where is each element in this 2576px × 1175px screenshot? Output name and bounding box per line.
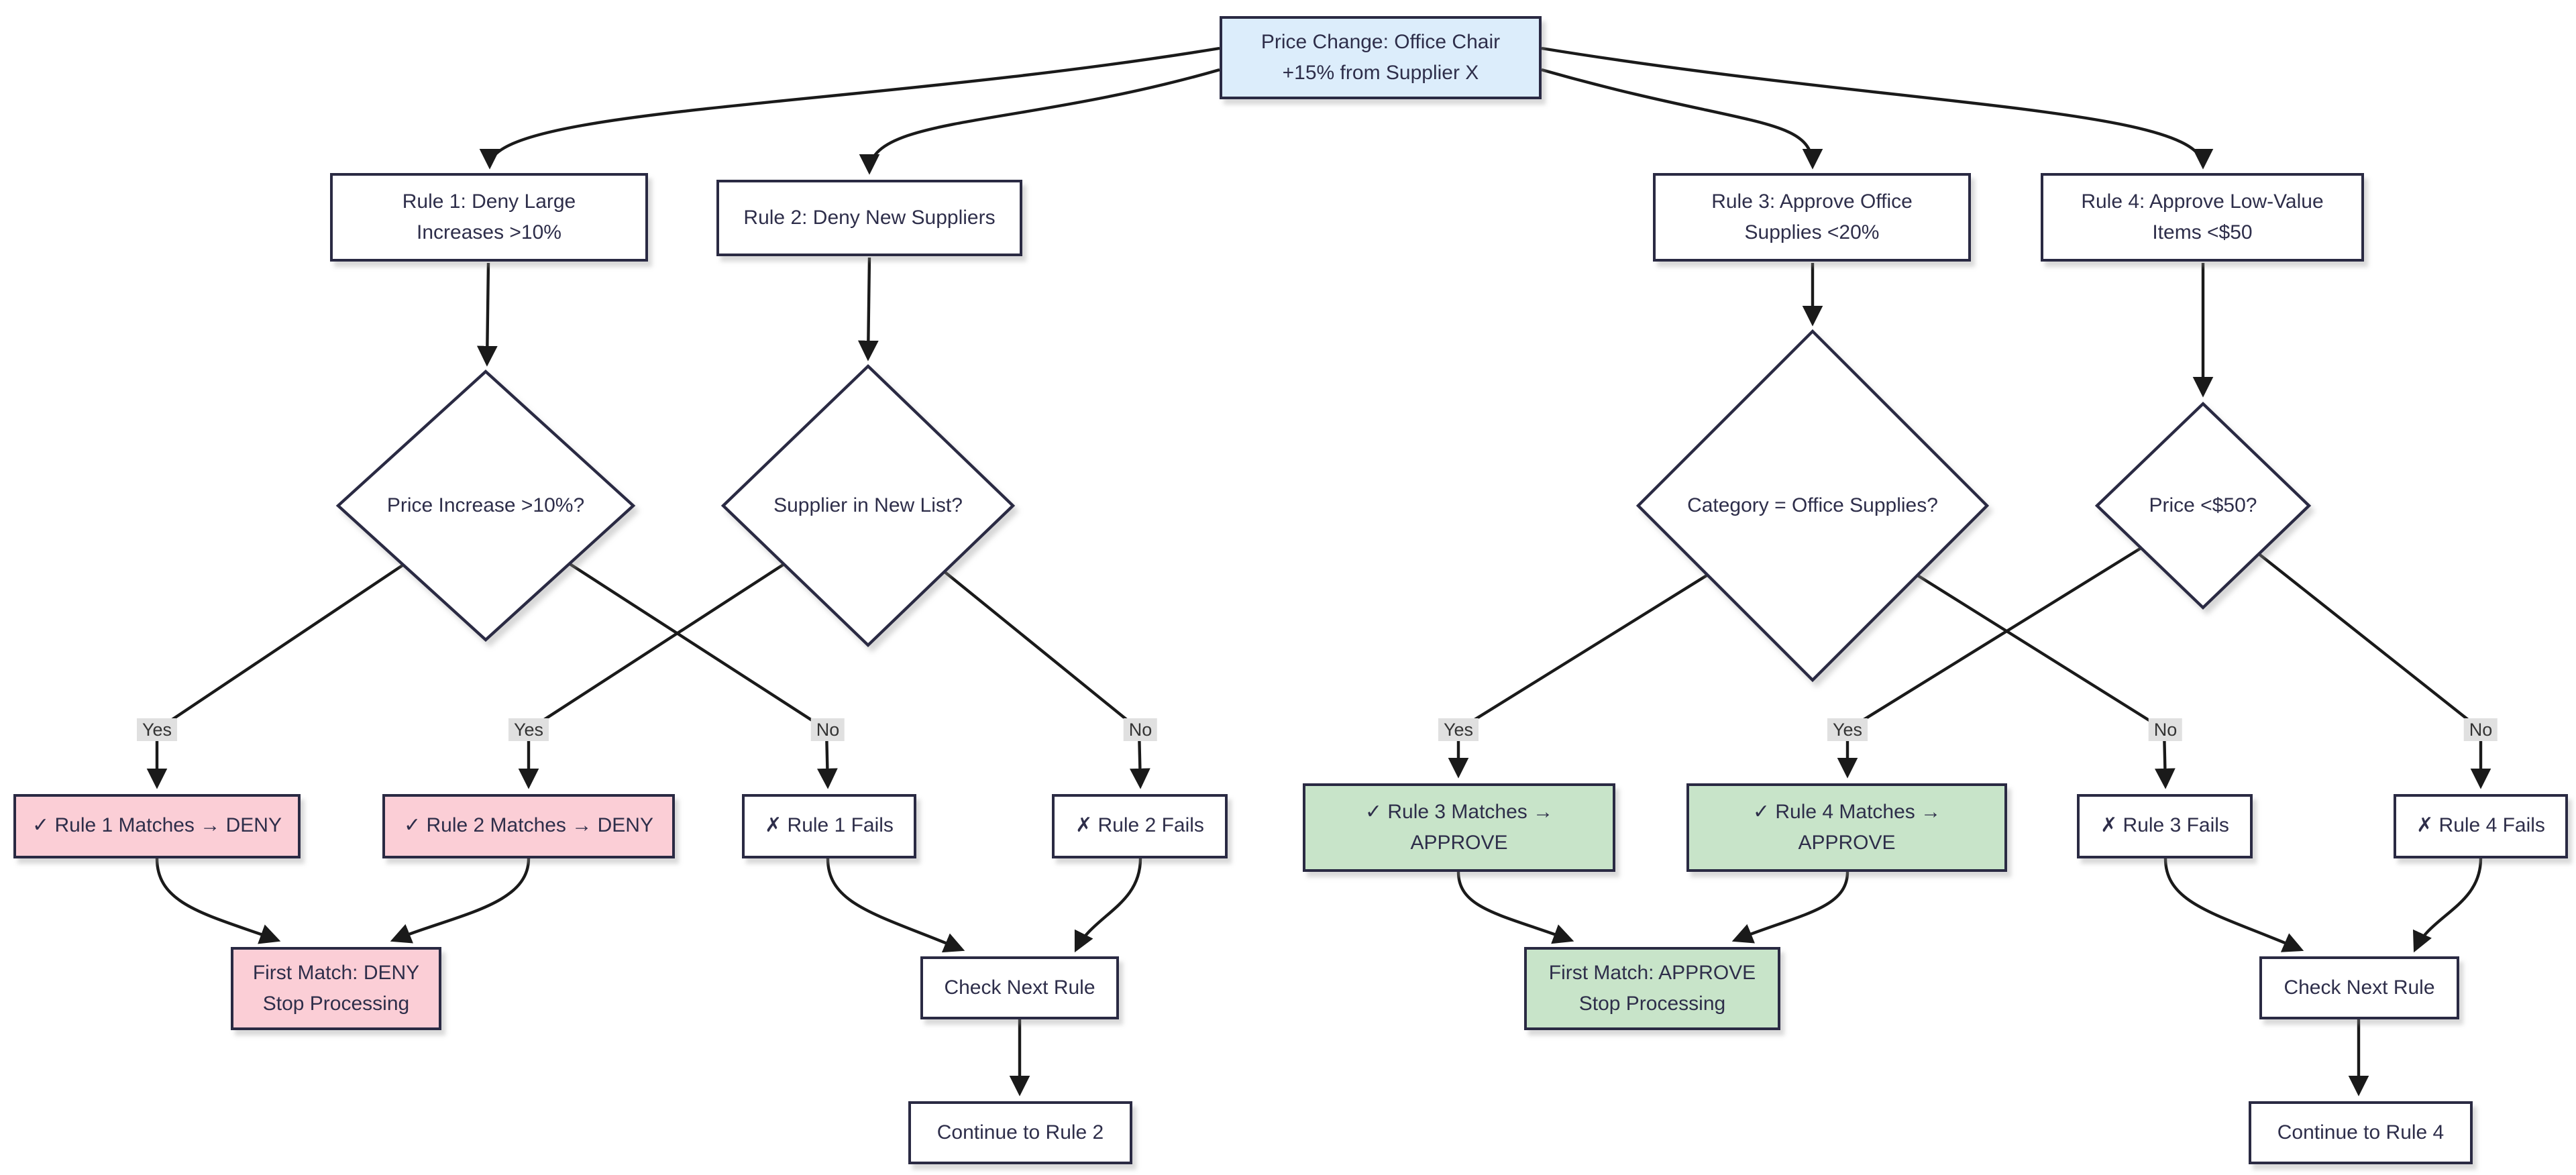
continue-to-rule-2-label: Continue to Rule 2 — [936, 1121, 1104, 1144]
check-next-rule-1-node: Check Next Rule — [920, 956, 1119, 1019]
continue-to-rule-2-node: Continue to Rule 2 — [908, 1101, 1132, 1164]
edge-root-to-rule1 — [479, 46, 1220, 170]
rule-2-match-label: ✓ Rule 2 Matches → DENY — [404, 814, 653, 838]
edge-root-to-rule3 — [1541, 68, 1823, 170]
edge-fail3-to-check-next-2 — [2163, 858, 2304, 952]
edge-label-no-3: No — [2148, 718, 2183, 741]
rule-2-fail-node: ✗ Rule 2 Fails — [1052, 794, 1228, 858]
rule-1-node: Rule 1: Deny Large Increases >10% — [330, 173, 648, 262]
first-match-deny-line2: Stop Processing — [262, 993, 410, 1015]
rule-1-fail-label: ✗ Rule 1 Fails — [765, 814, 894, 838]
rule-3-line2: Supplies <20% — [1744, 221, 1880, 244]
root-node: Price Change: Office Chair +15% from Sup… — [1220, 16, 1542, 99]
edge-fail4-to-check-next-2 — [2413, 858, 2483, 953]
rule-4-fail-label: ✗ Rule 4 Fails — [2416, 814, 2545, 838]
first-match-approve-node: First Match: APPROVE Stop Processing — [1524, 947, 1780, 1030]
edge-label-yes-4: Yes — [1827, 718, 1868, 741]
edge-match4-to-approve-final — [1731, 871, 1849, 944]
decision-4-label: Price <$50? — [2149, 494, 2257, 517]
rule-3-match-line1: ✓ Rule 3 Matches → — [1364, 800, 1554, 824]
edge-rule1-to-decision1 — [476, 262, 498, 367]
check-next-rule-2-label: Check Next Rule — [2284, 976, 2435, 999]
rule-4-line1: Rule 4: Approve Low-Value — [2081, 190, 2324, 213]
rule-3-fail-label: ✗ Rule 3 Fails — [2100, 814, 2229, 838]
decision-1-label: Price Increase >10%? — [386, 494, 585, 517]
rule-4-node: Rule 4: Approve Low-Value Items <$50 — [2041, 173, 2364, 262]
rule-4-line2: Items <$50 — [2152, 221, 2253, 244]
rule-1-match-label: ✓ Rule 1 Matches → DENY — [32, 814, 282, 838]
decision-4-diamond — [2094, 401, 2312, 610]
check-next-rule-1-label: Check Next Rule — [944, 976, 1095, 999]
first-match-approve-line2: Stop Processing — [1578, 993, 1726, 1015]
first-match-approve-line1: First Match: APPROVE — [1548, 961, 1756, 985]
edge-label-yes-3: Yes — [1438, 718, 1479, 741]
rule-1-line2: Increases >10% — [417, 221, 561, 244]
check-next-rule-2-node: Check Next Rule — [2259, 956, 2459, 1019]
edge-label-yes-1: Yes — [136, 718, 178, 741]
first-match-deny-line1: First Match: DENY — [252, 961, 420, 985]
root-node-line1: Price Change: Office Chair — [1260, 30, 1501, 54]
rule-3-node: Rule 3: Approve Office Supplies <20% — [1653, 173, 1971, 262]
rule-2-node: Rule 2: Deny New Suppliers — [716, 180, 1022, 256]
edge-rule2-to-decision2 — [857, 257, 879, 361]
continue-to-rule-4-node: Continue to Rule 4 — [2249, 1101, 2473, 1164]
decision-3-label: Category = Office Supplies? — [1687, 494, 1938, 517]
rule-4-match-line2: APPROVE — [1798, 832, 1896, 854]
edge-label-no-4: No — [2463, 718, 2498, 741]
rule-2-fail-label: ✗ Rule 2 Fails — [1075, 814, 1204, 838]
edge-root-to-rule2 — [859, 68, 1220, 175]
edge-label-no-2: No — [1123, 718, 1158, 741]
first-match-deny-node: First Match: DENY Stop Processing — [231, 947, 441, 1030]
rule-1-line1: Rule 1: Deny Large — [402, 190, 576, 213]
edge-match2-to-deny-final — [390, 858, 531, 944]
edge-match1-to-deny-final — [155, 858, 281, 944]
rule-2-line1: Rule 2: Deny New Suppliers — [743, 206, 996, 229]
edge-root-to-rule4 — [1541, 46, 2214, 170]
root-node-line2: +15% from Supplier X — [1282, 62, 1479, 85]
rule-2-match-node: ✓ Rule 2 Matches → DENY — [382, 794, 675, 858]
decision-1-diamond — [335, 370, 636, 642]
rule-1-match-node: ✓ Rule 1 Matches → DENY — [13, 794, 301, 858]
edge-fail1-to-check-next-1 — [826, 858, 965, 953]
rule-4-fail-node: ✗ Rule 4 Fails — [2394, 794, 2568, 858]
rule-1-fail-node: ✗ Rule 1 Fails — [742, 794, 916, 858]
decision-2-diamond — [720, 363, 1016, 648]
edge-match3-to-approve-final — [1456, 871, 1574, 944]
edge-fail2-to-check-next-1 — [1074, 858, 1142, 953]
continue-to-rule-4-label: Continue to Rule 4 — [2277, 1121, 2445, 1144]
edge-label-no-1: No — [810, 718, 845, 741]
rule-3-fail-node: ✗ Rule 3 Fails — [2077, 794, 2253, 858]
rule-3-match-node: ✓ Rule 3 Matches → APPROVE — [1303, 783, 1615, 872]
rule-4-match-node: ✓ Rule 4 Matches → APPROVE — [1686, 783, 2007, 872]
rule-3-match-line2: APPROVE — [1410, 832, 1508, 854]
rule-3-line1: Rule 3: Approve Office — [1711, 190, 1913, 213]
decision-3-diamond — [1635, 329, 1990, 683]
decision-2-label: Supplier in New List? — [773, 494, 963, 517]
rule-4-match-line1: ✓ Rule 4 Matches → — [1752, 800, 1941, 824]
edge-label-yes-2: Yes — [508, 718, 549, 741]
